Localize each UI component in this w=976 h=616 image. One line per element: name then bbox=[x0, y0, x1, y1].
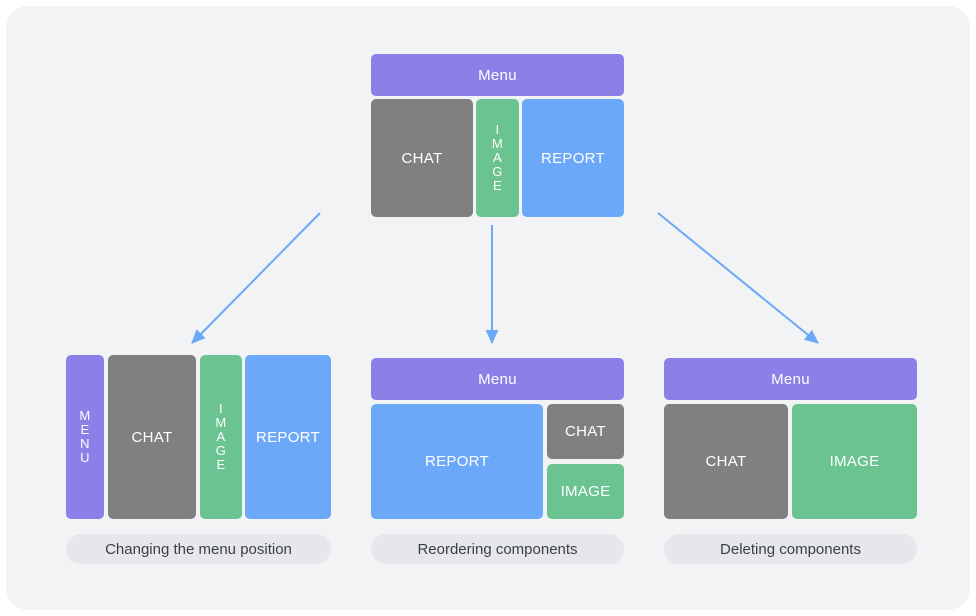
v2-image-block[interactable]: IMAGE bbox=[547, 464, 624, 519]
source-menu-bar[interactable]: Menu bbox=[371, 54, 624, 96]
diagram-canvas: Menu CHAT I M A G E REPORT bbox=[6, 6, 970, 610]
arrow-to-menu-position bbox=[191, 212, 321, 344]
source-chat-label: CHAT bbox=[401, 149, 443, 167]
v2-caption-label: Reordering components bbox=[417, 540, 578, 558]
source-report-label: REPORT bbox=[540, 149, 606, 167]
v1-report-label: REPORT bbox=[255, 428, 321, 446]
source-chat-block[interactable]: CHAT bbox=[371, 99, 473, 217]
arrow-group bbox=[191, 212, 819, 344]
v3-image-block[interactable]: IMAGE bbox=[792, 404, 917, 519]
v3-menu-label: Menu bbox=[771, 370, 810, 388]
v1-chat-label: CHAT bbox=[131, 428, 173, 446]
v3-caption: Deleting components bbox=[664, 534, 917, 564]
v2-caption: Reordering components bbox=[371, 534, 624, 564]
v3-caption-label: Deleting components bbox=[720, 540, 861, 558]
source-menu-label: Menu bbox=[478, 66, 517, 84]
v1-caption-label: Changing the menu position bbox=[105, 540, 292, 558]
v1-caption: Changing the menu position bbox=[66, 534, 331, 564]
v3-chat-label: CHAT bbox=[705, 453, 747, 470]
v3-chat-block[interactable]: CHAT bbox=[664, 404, 788, 519]
v2-image-label: IMAGE bbox=[560, 483, 611, 500]
v2-chat-block[interactable]: CHAT bbox=[547, 404, 624, 459]
v3-menu-bar[interactable]: Menu bbox=[664, 358, 917, 400]
arrow-to-deleting bbox=[657, 212, 819, 344]
v1-chat-block[interactable]: CHAT bbox=[108, 355, 196, 519]
v1-report-block[interactable]: REPORT bbox=[245, 355, 331, 519]
v2-menu-bar[interactable]: Menu bbox=[371, 358, 624, 400]
v2-report-block[interactable]: REPORT bbox=[371, 404, 543, 519]
v2-chat-label: CHAT bbox=[565, 423, 606, 440]
v1-menu-block[interactable]: M E N U bbox=[66, 355, 104, 519]
v1-image-label: I M A G E bbox=[215, 400, 227, 473]
v1-menu-label: M E N U bbox=[79, 407, 91, 466]
v1-image-block[interactable]: I M A G E bbox=[200, 355, 242, 519]
v3-image-label: IMAGE bbox=[829, 453, 880, 470]
source-image-label: I M A G E bbox=[491, 121, 504, 194]
source-image-block[interactable]: I M A G E bbox=[476, 99, 519, 217]
v2-report-label: REPORT bbox=[424, 453, 490, 470]
source-report-block[interactable]: REPORT bbox=[522, 99, 624, 217]
v2-menu-label: Menu bbox=[478, 370, 517, 388]
